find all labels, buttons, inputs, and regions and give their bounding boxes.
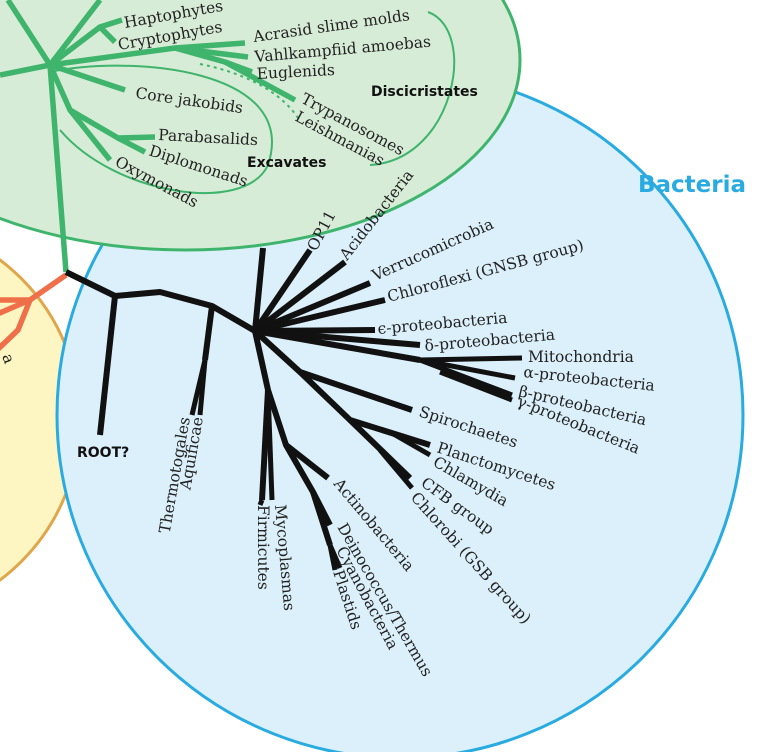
group-label-excavates: Excavates: [247, 155, 326, 171]
eukarya-labels: Haptophytes Cryptophytes Acrasid slime m…: [112, 0, 478, 211]
group-label-discicristates: Discicristates: [371, 84, 478, 100]
taxon-label: Parabasalids: [158, 126, 259, 149]
taxon-label: Mitochondria: [528, 348, 634, 366]
taxon-label: Euglenids: [256, 61, 335, 83]
eukarya-tree: [0, 0, 297, 273]
eukarya-region: [0, 0, 522, 252]
excavates-dotted-link: [199, 63, 299, 119]
archaea-branches: [0, 272, 68, 352]
bacteria-domain-title: Bacteria: [638, 172, 746, 198]
excavates-arc: [49, 64, 273, 194]
bacteria-tree: [64, 247, 523, 571]
taxon-label: Firmicutes: [254, 505, 272, 590]
discicristates-arc: [369, 11, 456, 166]
root-label: ROOT?: [77, 445, 129, 461]
